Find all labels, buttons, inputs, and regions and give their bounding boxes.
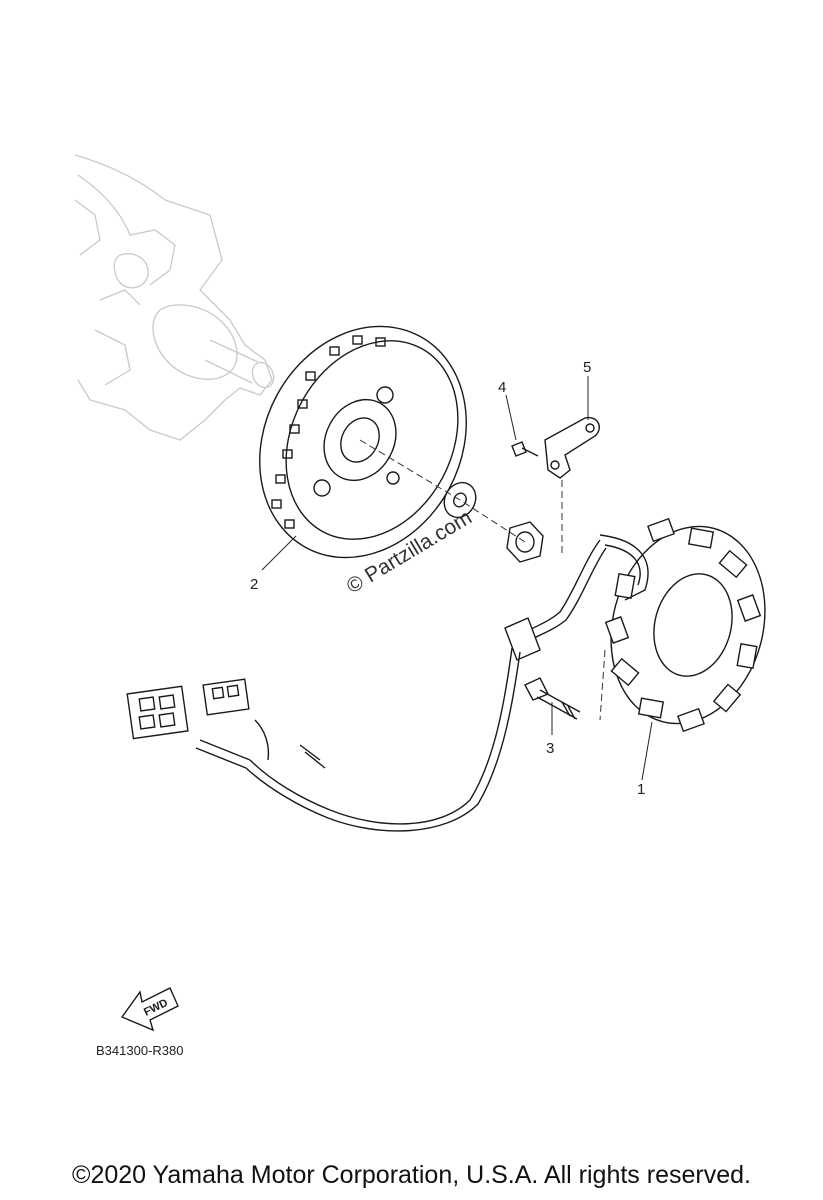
wire-harness (195, 539, 607, 832)
callout-2: 2 (250, 576, 258, 593)
leader-line-1 (641, 721, 653, 781)
bracket-part-5 (544, 416, 600, 479)
flywheel-axis-line (359, 439, 526, 543)
crankshaft-ghost (74, 154, 275, 441)
connector-small (202, 678, 250, 716)
bolt-part-3 (524, 677, 581, 720)
leader-line-4 (505, 394, 517, 441)
callout-5: 5 (583, 359, 591, 376)
connector-large (126, 685, 189, 740)
drawing-id: B341300-R380 (96, 1043, 183, 1058)
stator-poles (604, 517, 762, 733)
screw-part-4 (511, 441, 539, 457)
copyright-notice: ©2020 Yamaha Motor Corporation, U.S.A. A… (72, 1161, 751, 1189)
fwd-arrow-icon: FWD (120, 987, 179, 1032)
stator-guide-line (599, 649, 606, 721)
callout-4: 4 (498, 379, 506, 396)
callout-1: 1 (637, 781, 645, 798)
flywheel-magnet-slots (271, 335, 386, 529)
nut (506, 521, 544, 563)
stator-coil (599, 517, 766, 733)
leader-line-2 (261, 535, 297, 571)
callout-3: 3 (546, 740, 554, 757)
